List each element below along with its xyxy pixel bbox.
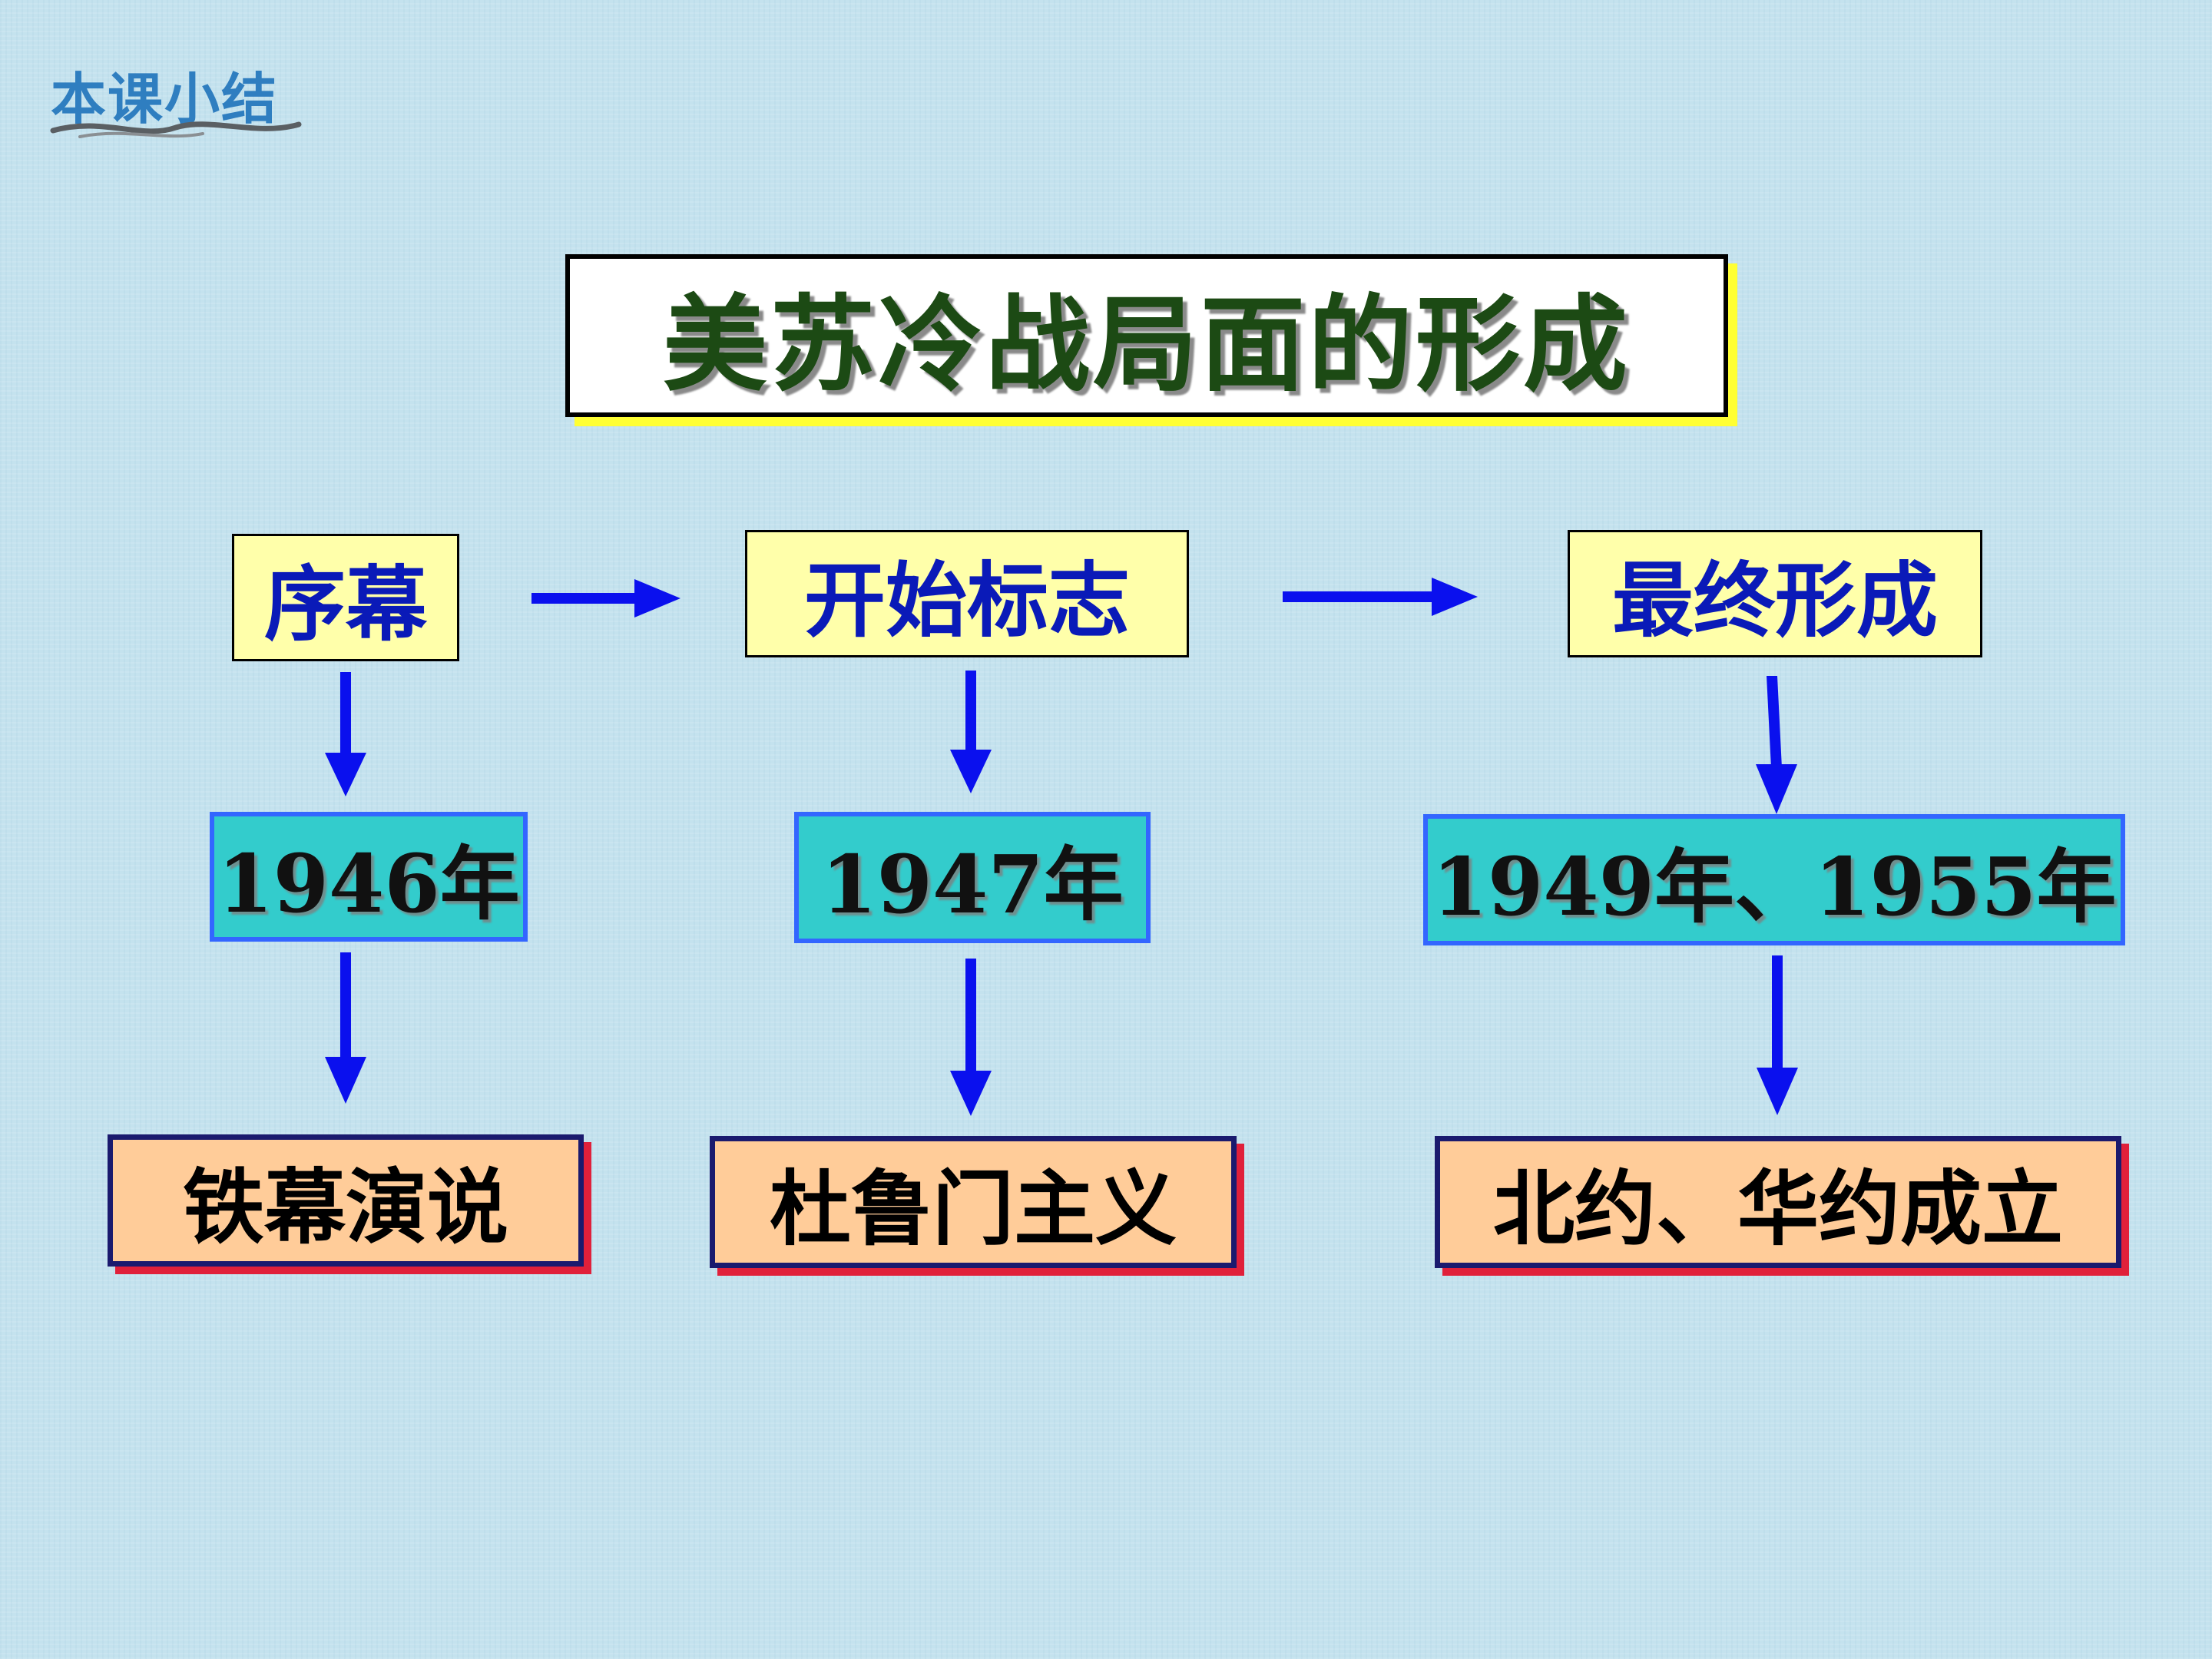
arrow-right-2 — [1283, 578, 1478, 616]
arrow-down-stage1-year — [325, 672, 366, 796]
year-box-1946: 1946年 — [210, 812, 528, 942]
arrow-down-stage2-year — [950, 671, 992, 793]
corner-label: 本课小结 — [51, 67, 279, 131]
arrow-down-year3-event — [1757, 955, 1798, 1115]
arrow-right-1 — [531, 579, 680, 618]
year-box-1949-1955: 1949年、1955年 — [1423, 814, 2125, 945]
event-box-nato-warsaw-founded: 北约、华约成立 — [1435, 1136, 2121, 1268]
corner-swoosh-decoration — [50, 121, 302, 138]
arrow-down-year1-event — [325, 952, 366, 1104]
year-box-1947: 1947年 — [794, 812, 1151, 943]
stage-box-prelude: 序幕 — [232, 534, 459, 661]
stage-box-start-sign: 开始标志 — [745, 530, 1189, 657]
main-title-box: 美苏冷战局面的形成 — [565, 254, 1728, 417]
event-box-iron-curtain: 铁幕演说 — [108, 1134, 584, 1267]
arrow-down-year2-event — [950, 959, 992, 1116]
arrow-down-stage3-year — [1756, 676, 1797, 814]
event-box-truman-doctrine: 杜鲁门主义 — [710, 1136, 1237, 1268]
stage-box-final-formation: 最终形成 — [1568, 530, 1982, 657]
main-title: 美苏冷战局面的形成 — [663, 284, 1631, 406]
